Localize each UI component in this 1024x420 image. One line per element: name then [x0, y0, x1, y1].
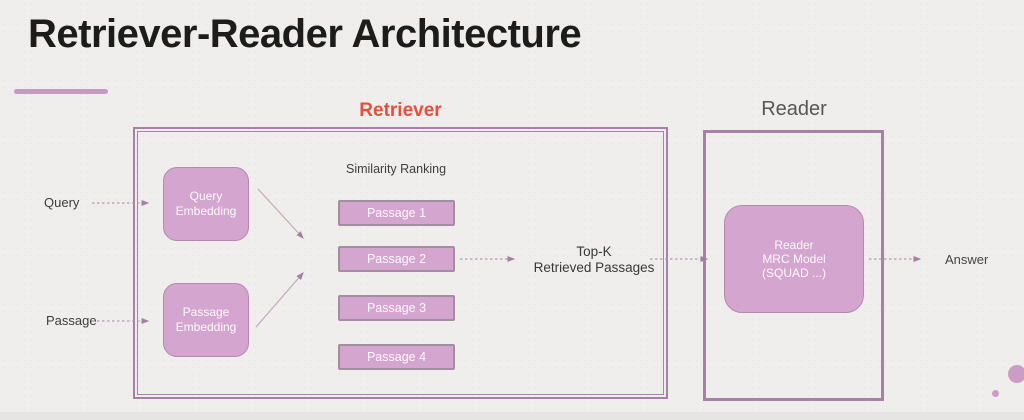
query-embedding-line1: Query — [189, 189, 223, 203]
reader-model-line2: MRC Model — [762, 252, 826, 266]
passage-embedding-line2: Embedding — [175, 320, 237, 334]
decor-dot-small — [992, 390, 999, 397]
topk-label: Top-K Retrieved Passages — [519, 244, 669, 276]
query-embedding-line2: Embedding — [175, 204, 237, 218]
reader-model-line3: (SQUAD ...) — [761, 266, 826, 280]
passage-box-1: Passage 1 — [338, 200, 455, 226]
topk-line1: Top-K — [576, 244, 612, 259]
retriever-container — [133, 127, 668, 399]
reader-group-label: Reader — [761, 98, 827, 120]
passage-box-3: Passage 3 — [338, 295, 455, 321]
similarity-ranking-heading: Similarity Ranking — [345, 162, 447, 176]
topk-line2: Retrieved Passages — [533, 260, 655, 275]
passage-box-4: Passage 4 — [338, 344, 455, 370]
input-label-query: Query — [44, 195, 80, 210]
input-label-passage: Passage — [46, 313, 97, 328]
retriever-group-label: Retriever — [359, 100, 442, 121]
reader-model-box: Reader MRC Model (SQUAD ...) — [724, 205, 864, 313]
page-title: Retriever-Reader Architecture — [28, 12, 582, 56]
passage-embedding-line1: Passage — [182, 305, 230, 319]
passage-embedding-box: Passage Embedding — [163, 283, 249, 357]
bottom-band — [0, 412, 1024, 420]
answer-label: Answer — [945, 252, 989, 267]
reader-container — [703, 130, 884, 401]
decor-dot-large — [1008, 365, 1024, 383]
query-embedding-box: Query Embedding — [163, 167, 249, 241]
accent-dash — [14, 89, 108, 94]
passage-box-2: Passage 2 — [338, 246, 455, 272]
reader-model-line1: Reader — [774, 238, 814, 252]
retriever-inner-border — [137, 131, 664, 395]
